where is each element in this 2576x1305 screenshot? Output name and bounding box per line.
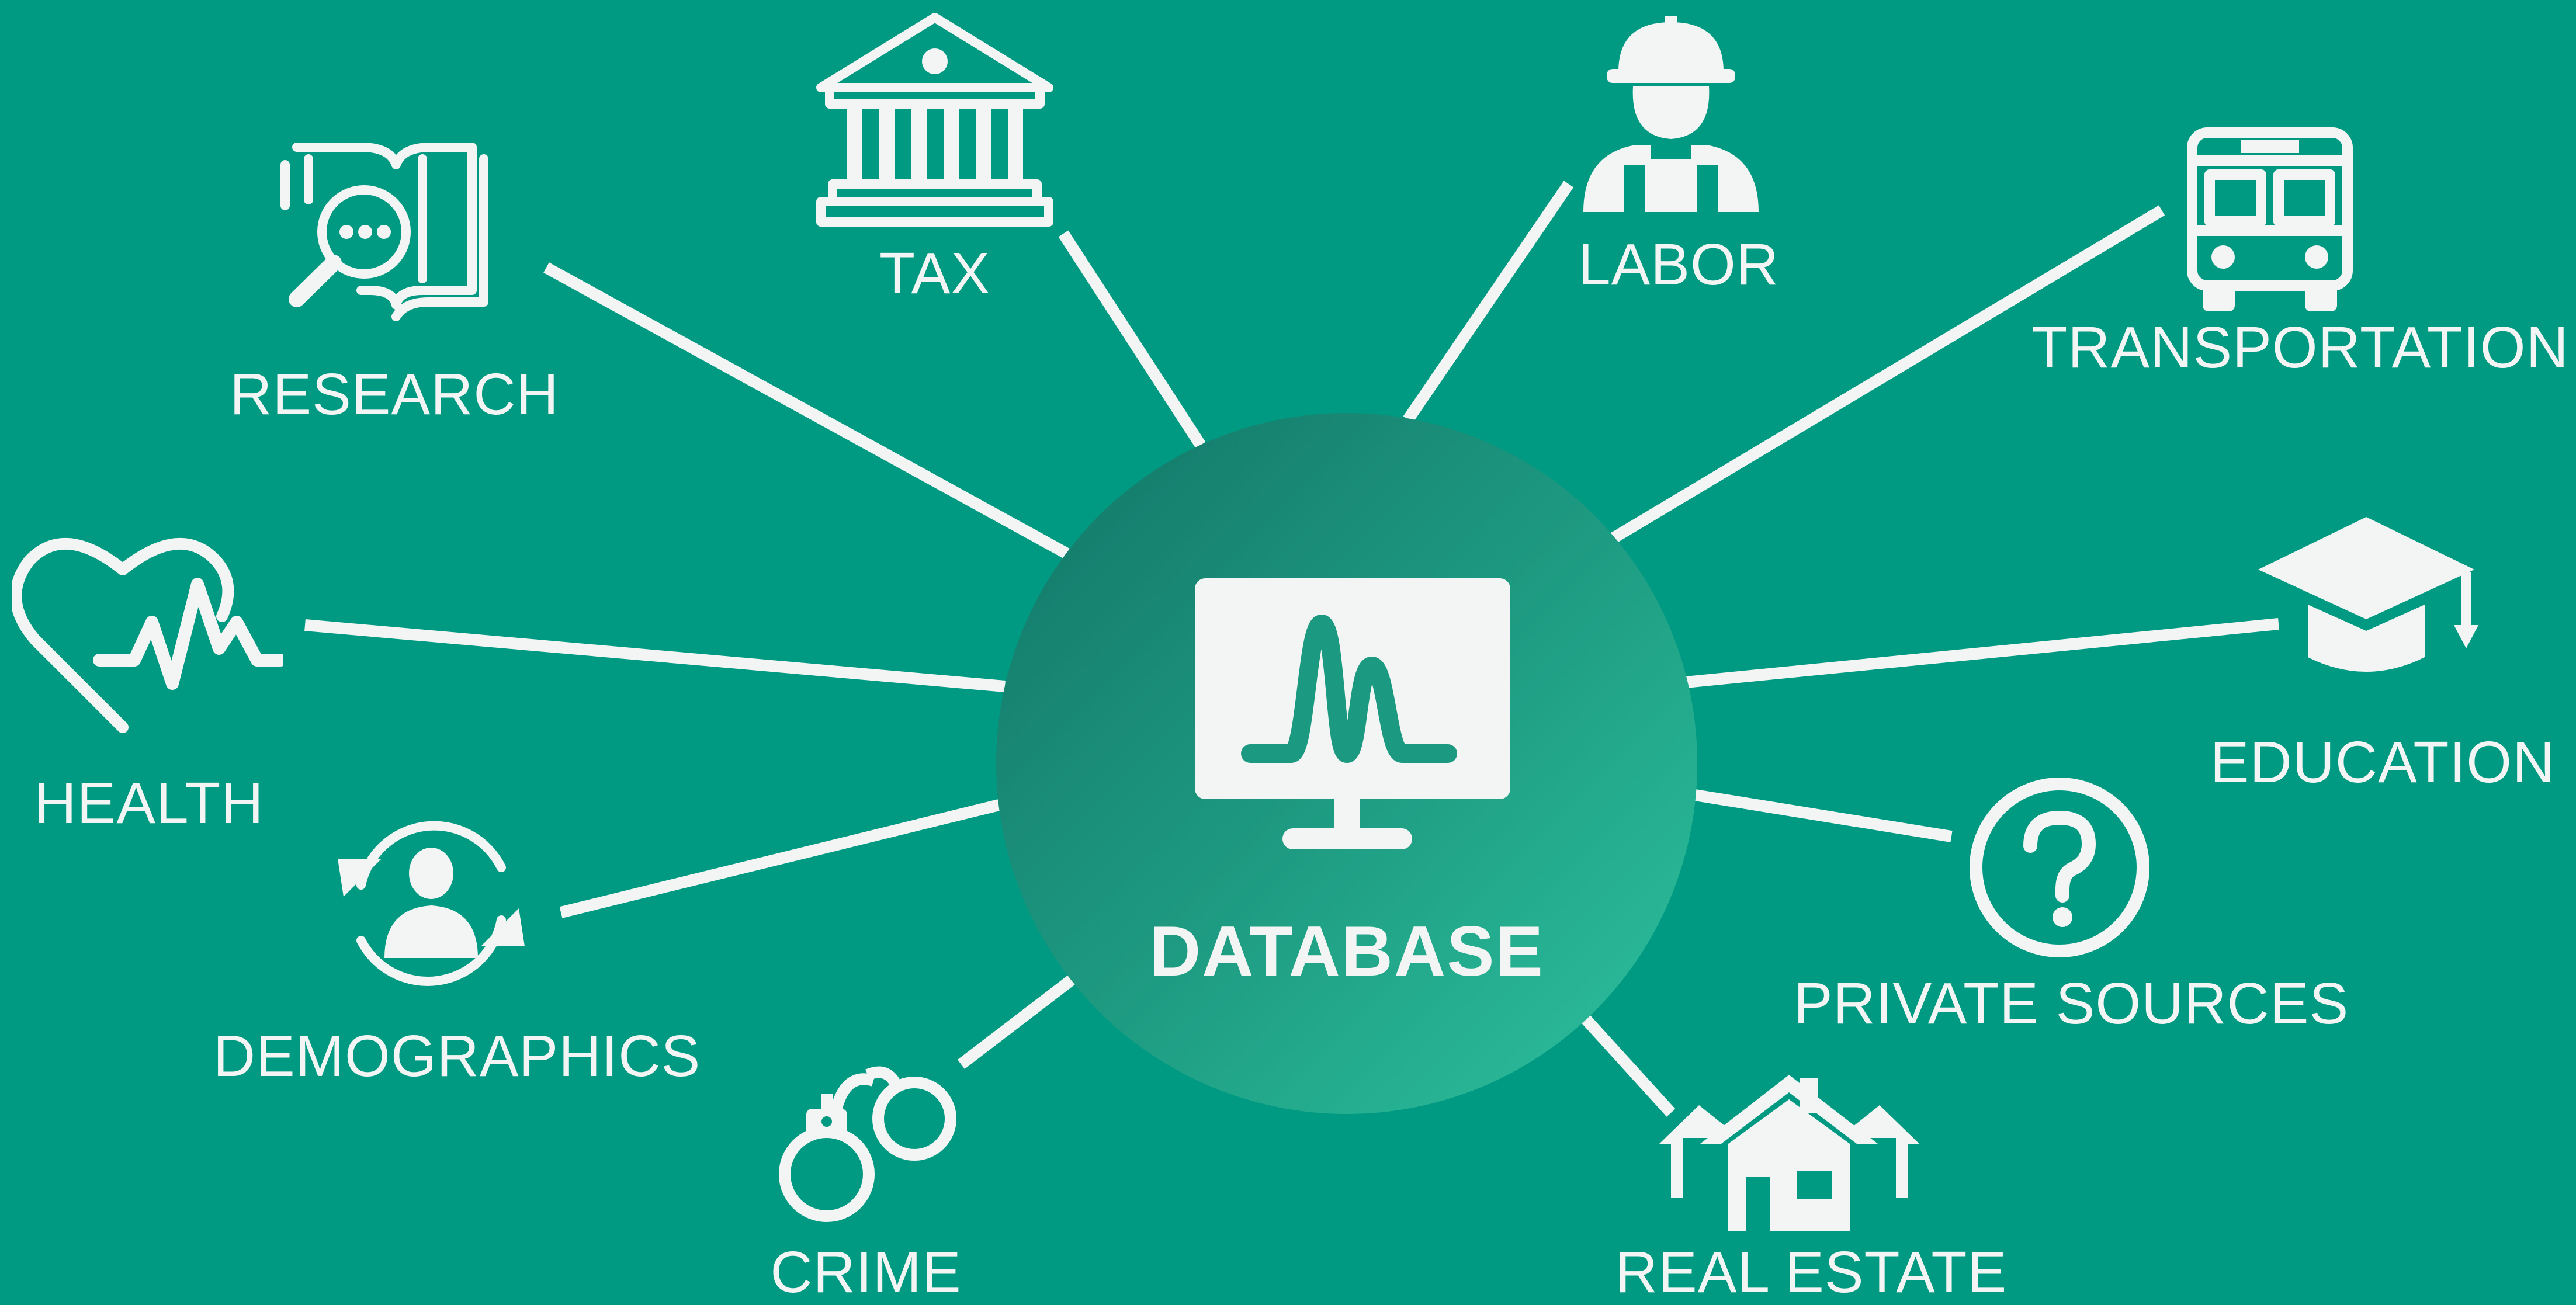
heart-pulse-icon xyxy=(12,537,283,733)
connector-line-health xyxy=(304,619,1006,692)
bus-icon xyxy=(2187,127,2353,311)
connector-line-transportation xyxy=(1606,205,2165,546)
connector-line-demographics xyxy=(559,799,1001,918)
government-building-icon xyxy=(816,13,1053,227)
label-health: HEALTH xyxy=(34,770,264,836)
label-real-estate: REAL ESTATE xyxy=(1615,1240,2008,1305)
label-private-sources: PRIVATE SOURCES xyxy=(1793,971,2349,1036)
label-research: RESEARCH xyxy=(230,362,559,427)
person-cycle-icon xyxy=(338,821,525,986)
connector-line-private-sources xyxy=(1690,789,1953,842)
handcuffs-icon xyxy=(779,1066,956,1222)
label-demographics: DEMOGRAPHICS xyxy=(213,1023,701,1089)
houses-icon xyxy=(1659,1075,1919,1231)
connector-line-crime xyxy=(957,974,1077,1069)
label-transportation: TRANSPORTATION xyxy=(2031,315,2569,380)
monitor-chart-icon xyxy=(1195,578,1510,849)
database-label: DATABASE xyxy=(1149,911,1544,991)
graduation-cap-icon xyxy=(2258,517,2478,672)
connector-line-real-estate xyxy=(1579,1012,1676,1117)
connector-line-tax xyxy=(1058,230,1206,449)
label-tax: TAX xyxy=(879,241,991,306)
label-education: EDUCATION xyxy=(2210,730,2556,795)
connector-line-labor xyxy=(1403,181,1574,423)
book-magnifier-icon xyxy=(280,143,488,321)
connector-line-education xyxy=(1685,618,2279,688)
label-labor: LABOR xyxy=(1578,232,1780,297)
construction-worker-icon xyxy=(1583,16,1759,212)
connector-line-research xyxy=(543,262,1072,560)
label-crime: CRIME xyxy=(770,1240,962,1305)
question-circle-icon xyxy=(1970,778,2149,957)
